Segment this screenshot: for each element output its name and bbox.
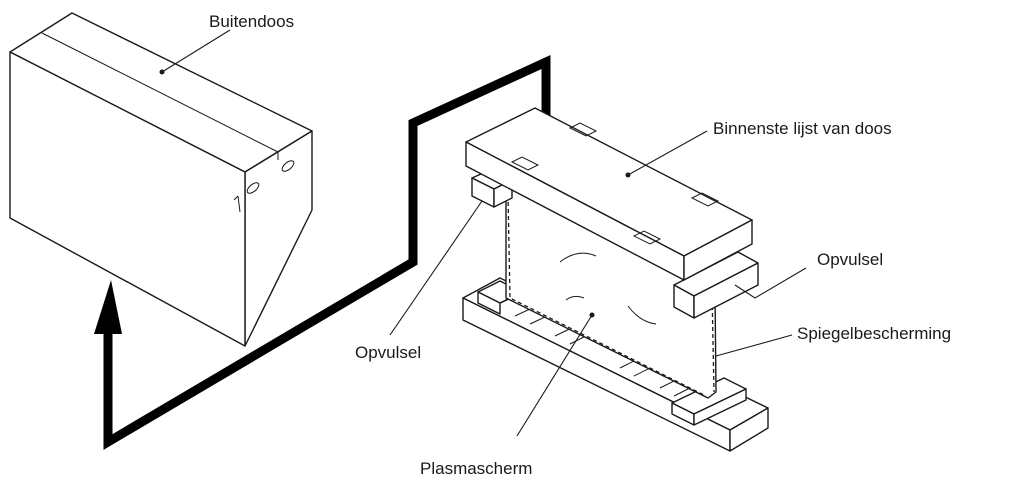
leader-padding-left	[389, 200, 483, 336]
handle-hole-1	[246, 182, 260, 194]
label-inner-frame: Binnenste lijst van doos	[713, 119, 892, 138]
padding-right	[673, 251, 759, 319]
dot-plasma-screen	[589, 312, 595, 318]
handle-hole-2	[281, 160, 295, 172]
label-padding-right: Opvulsel	[817, 250, 883, 269]
leaders	[159, 29, 807, 437]
label-mirror-protection: Spiegelbescherming	[797, 324, 951, 343]
dot-outer-box	[159, 69, 165, 75]
slot-3	[690, 192, 720, 207]
outer-box	[9, 12, 313, 347]
label-padding-left: Opvulsel	[355, 343, 421, 362]
leader-padding-right	[734, 267, 807, 299]
inner-frame	[465, 107, 753, 281]
dot-inner-frame	[625, 172, 631, 178]
leader-inner-frame	[627, 130, 708, 176]
slot-4	[632, 230, 662, 245]
label-outer-box: Buitendoos	[209, 12, 294, 31]
label-plasma-screen: Plasmascherm	[420, 459, 532, 478]
slot-2	[510, 156, 540, 171]
arrow-head	[94, 280, 122, 334]
leader-mirror-protection	[715, 334, 793, 357]
flow-arrow	[94, 54, 551, 450]
slot-1	[568, 122, 598, 137]
leader-plasma-screen	[516, 314, 593, 437]
leader-outer-box	[161, 29, 231, 73]
